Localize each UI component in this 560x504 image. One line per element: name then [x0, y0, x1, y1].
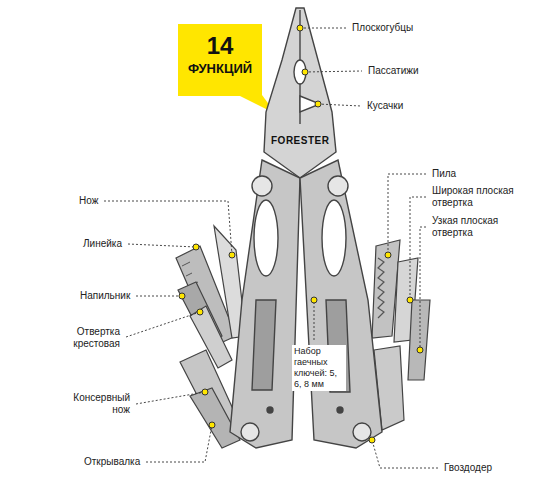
part-label: Кусачки: [367, 100, 403, 112]
pivot: [353, 423, 371, 441]
handle-slot: [254, 200, 278, 276]
jaws: [264, 8, 336, 178]
part-label: Открывалка: [84, 456, 140, 468]
part-label: Отвертка крестовая: [60, 326, 120, 350]
handle-tool: [252, 300, 276, 390]
part-label: Гвоздодер: [444, 462, 492, 474]
leader-lines: [104, 28, 438, 468]
rivet: [267, 407, 273, 413]
part-label: Узкая плоская отвертка: [432, 215, 522, 239]
part-label: Широкая плоская отвертка: [432, 185, 522, 209]
cutter: [300, 96, 320, 112]
part-label: Нож: [79, 195, 98, 207]
part-label: Консервный нож: [72, 392, 130, 416]
right-tools: [372, 240, 430, 430]
handles: [230, 160, 382, 448]
part-label: Набор гаечных ключей: 5, 6, 8 мм: [292, 345, 346, 391]
brand-name: FORESTER: [269, 135, 331, 147]
function-word: ФУНКЦИЙ: [184, 60, 256, 78]
function-count: 14: [184, 32, 256, 60]
pliers-head: [264, 8, 336, 178]
part-label: Пассатижи: [368, 65, 419, 77]
right-handle: [300, 160, 382, 448]
left-handle: [230, 160, 300, 448]
handle-slot: [322, 200, 346, 276]
pivot: [252, 176, 272, 196]
part-label: Пила: [432, 168, 456, 180]
rivet: [337, 407, 343, 413]
part-label: Плоскогубцы: [352, 22, 413, 34]
pivot: [241, 423, 259, 441]
saw-teeth: [378, 258, 384, 318]
pivot: [328, 176, 348, 196]
narrow-screwdriver: [408, 300, 430, 380]
part-label: Напильник: [80, 290, 130, 302]
callout-box: 14ФУНКЦИЙ: [178, 24, 262, 96]
leader-dots: [179, 25, 423, 443]
part-label: Линейка: [83, 238, 122, 250]
